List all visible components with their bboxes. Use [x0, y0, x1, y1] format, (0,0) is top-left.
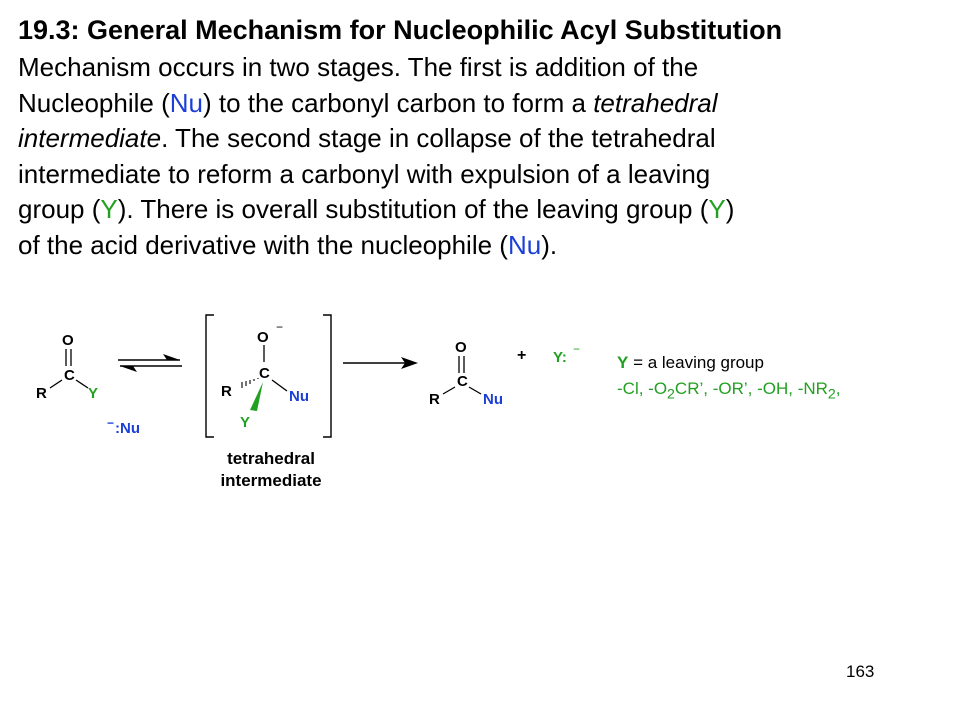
text-span: ). There is overall substitution of the …	[117, 194, 709, 224]
oxygen-atom: O	[257, 329, 269, 346]
c-nu-bond	[271, 379, 288, 392]
paragraph-line-4: intermediate to reform a carbonyl with e…	[18, 157, 948, 193]
arrowhead	[401, 357, 418, 369]
r-group: R	[429, 391, 440, 408]
y-bond	[75, 379, 89, 389]
text-span: )	[725, 194, 735, 224]
nucleophile-term: Nu	[507, 229, 542, 260]
intermediate-caption-line-1: tetrahedral	[227, 449, 315, 468]
equilibrium-arrow	[118, 354, 182, 372]
legend-examples: -Cl, -O2CR’, -OR’, -OH, -NR2,	[617, 376, 841, 407]
text-span: . The second stage in collapse of the te…	[161, 123, 716, 153]
text-span: ,	[835, 379, 841, 398]
carbon-atom: C	[64, 367, 75, 384]
text-span: ).	[541, 229, 558, 260]
reaction-scheme: O C R Y − :Nu O − C R Nu Y	[36, 314, 580, 490]
carbon-atom: C	[259, 365, 270, 382]
italic-term: intermediate	[18, 123, 162, 153]
r-group: R	[221, 383, 232, 400]
carbon-atom: C	[457, 373, 468, 390]
leaving-group-term: Y	[708, 194, 726, 224]
leaving-group-y: Y	[240, 414, 250, 431]
intermediate-caption-line-2: intermediate	[220, 471, 321, 490]
paragraph-line-3: intermediate. The second stage in collap…	[18, 121, 948, 157]
text-span: group (	[18, 194, 101, 224]
nucleophile-label: :Nu	[115, 420, 140, 437]
negative-charge: −	[276, 320, 283, 334]
oxygen-atom: O	[62, 332, 74, 349]
r-bond	[49, 379, 63, 389]
text-span: Mechanism occurs in two stages. The firs…	[18, 52, 699, 82]
left-bracket	[205, 314, 214, 438]
nucleophile-nu: Nu	[483, 391, 503, 408]
leaving-group-label: Y:	[553, 349, 567, 366]
leaving-group-symbol: Y	[617, 353, 629, 372]
legend-definition: Y = a leaving group	[617, 350, 841, 376]
intermediate-brackets	[205, 314, 332, 438]
subscript: 2	[827, 386, 836, 403]
hashed-wedge	[241, 378, 259, 388]
nucleophile: − :Nu	[107, 416, 140, 437]
reactant-molecule: O C R Y	[36, 332, 98, 402]
tetrahedral-intermediate: O − C R Nu Y tetrahedral intermediate	[220, 320, 321, 490]
oxygen-atom: O	[455, 339, 467, 356]
r-group: R	[36, 385, 47, 402]
plus-sign: +	[517, 347, 526, 364]
text-span: Nucleophile (	[18, 87, 170, 118]
text-span: -Cl, -O	[617, 379, 668, 398]
solid-wedge	[250, 382, 263, 411]
paragraph-line-1: Mechanism occurs in two stages. The firs…	[18, 50, 948, 86]
definition-text: = a leaving group	[628, 353, 764, 372]
paragraph-line-5: group (Y). There is overall substitution…	[18, 192, 948, 228]
text-span: ) to the carbonyl carbon to form a	[203, 87, 594, 118]
right-bracket	[323, 314, 332, 438]
paragraph-line-2: Nucleophile (Nu) to the carbonyl carbon …	[18, 86, 948, 122]
leaving-group-y: Y	[88, 385, 98, 402]
nucleophile-term: Nu	[169, 87, 203, 118]
forward-arrowhead	[163, 354, 180, 360]
reverse-arrowhead	[120, 366, 137, 372]
description-paragraph: Mechanism occurs in two stages. The firs…	[18, 50, 948, 263]
paragraph-line-6: of the acid derivative with the nucleoph…	[18, 228, 948, 264]
reaction-arrow	[343, 357, 418, 369]
negative-charge: −	[573, 342, 580, 356]
negative-charge: −	[107, 416, 114, 430]
leaving-group-anion: Y: −	[553, 342, 580, 366]
nu-bond	[468, 386, 482, 395]
text-span: of the acid derivative with the nucleoph…	[18, 229, 508, 260]
leaving-group-term: Y	[100, 194, 118, 224]
page-number: 163	[846, 662, 875, 681]
italic-term: tetrahedral	[593, 87, 718, 118]
text-span: intermediate to reform a carbonyl with e…	[18, 158, 711, 189]
r-bond	[442, 386, 456, 395]
leaving-group-legend: Y = a leaving group -Cl, -O2CR’, -OR’, -…	[617, 350, 841, 407]
slide-title: 19.3: General Mechanism for Nucleophilic…	[18, 15, 783, 45]
text-span: CR’, -OR’, -OH, -NR	[674, 379, 828, 398]
subscript: 2	[667, 386, 675, 403]
nucleophile-nu: Nu	[289, 388, 309, 405]
product-molecule: O C R Nu	[429, 339, 503, 408]
